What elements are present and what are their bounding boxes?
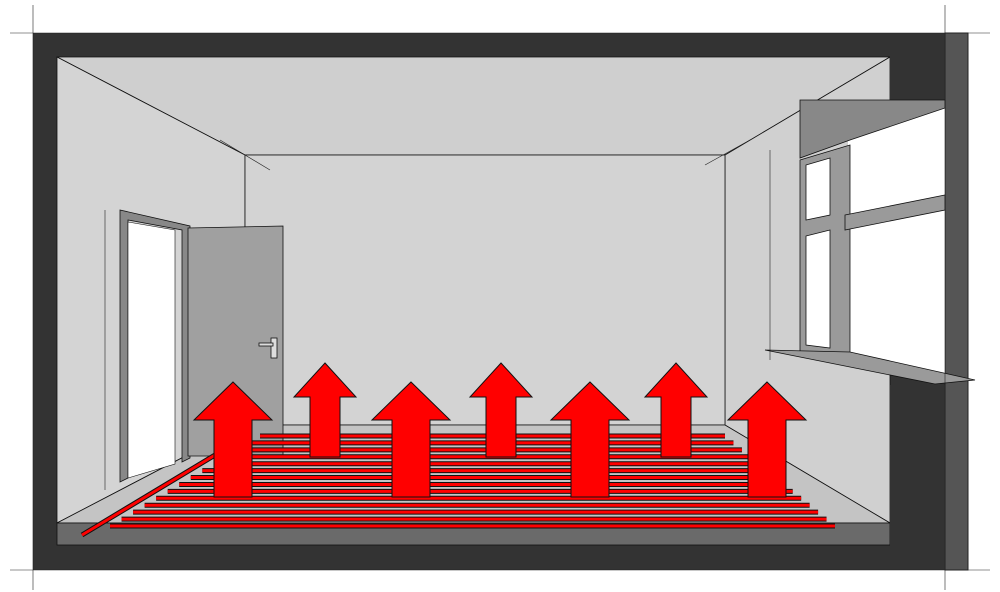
- exterior-wall-side: [944, 32, 969, 571]
- small-heat-arrow-icon: [292, 362, 358, 458]
- heat-arrows: [192, 362, 808, 498]
- construction-lines: [10, 5, 990, 590]
- small-heat-arrow-icon: [468, 362, 534, 458]
- large-heat-arrow-icon: [726, 381, 808, 498]
- large-heat-arrow-icon: [192, 381, 274, 498]
- large-heat-arrow-icon: [370, 381, 452, 498]
- window-lintel: [890, 33, 945, 105]
- door-handle-icon: [258, 337, 278, 359]
- doorway-opening: [127, 221, 176, 479]
- window-frame: [799, 99, 946, 361]
- window-opening: [848, 105, 945, 380]
- large-heat-arrow-icon: [549, 381, 631, 498]
- wall-below-window: [890, 385, 945, 570]
- small-heat-arrow-icon: [643, 362, 709, 458]
- window-sill: [764, 349, 976, 385]
